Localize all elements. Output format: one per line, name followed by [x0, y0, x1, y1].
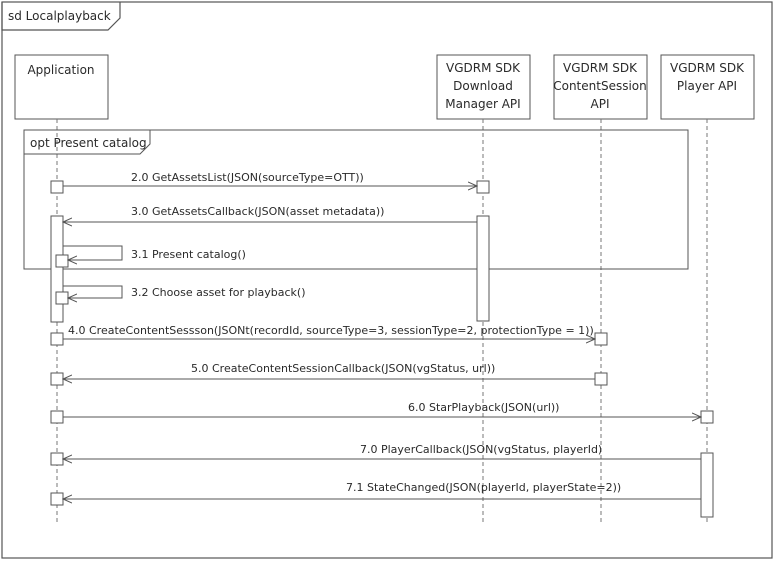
message-label: 6.0 StarPlayback(JSON(url)) — [408, 401, 559, 414]
message-label: 3.1 Present catalog() — [131, 248, 246, 261]
lifeline-label: Application — [27, 63, 94, 77]
lifeline-application: Application — [14, 54, 109, 120]
message-2-0: 2.0 GetAssetsList(JSON(sourceType=OTT)) — [63, 171, 477, 186]
message-label: 2.0 GetAssetsList(JSON(sourceType=OTT)) — [131, 171, 364, 184]
message-3-2: 3.2 Choose asset for playback() — [63, 285, 306, 299]
lifeline-content-session: VGDRM SDK ContentSession API — [553, 54, 648, 120]
message-label: 4.0 CreateContentSessson(JSONt(recordId,… — [68, 324, 594, 337]
lifeline-label: ContentSession — [553, 79, 647, 93]
lifeline-label: Download — [453, 79, 513, 93]
lifeline-label: Manager API — [445, 97, 520, 111]
lifeline-label: API — [591, 97, 610, 111]
lifeline-label: VGDRM SDK — [670, 61, 745, 75]
lifeline-download-manager: VGDRM SDK Download Manager API — [436, 54, 531, 120]
message-4-0: 4.0 CreateContentSessson(JSONt(recordId,… — [63, 324, 595, 339]
execution-markers — [50, 180, 714, 506]
fragment-label: opt Present catalog — [30, 136, 147, 150]
message-3-0: 3.0 GetAssetsCallback(JSON(asset metadat… — [63, 205, 477, 222]
opt-fragment: opt Present catalog — [23, 129, 689, 270]
lifeline-player: VGDRM SDK Player API — [660, 54, 755, 120]
frame-title: sd Localplayback — [8, 9, 111, 23]
lifeline-label: Player API — [677, 79, 737, 93]
lifeline-label: VGDRM SDK — [446, 61, 521, 75]
message-7-1: 7.1 StateChanged(JSON(playerId, playerSt… — [63, 481, 701, 499]
message-5-0: 5.0 CreateContentSessionCallback(JSON(vg… — [63, 362, 595, 379]
message-label: 5.0 CreateContentSessionCallback(JSON(vg… — [191, 362, 495, 375]
message-label: 3.2 Choose asset for playback() — [131, 286, 306, 299]
message-6-0: 6.0 StarPlayback(JSON(url)) — [63, 401, 701, 417]
message-label: 7.1 StateChanged(JSON(playerId, playerSt… — [346, 481, 621, 494]
message-7-0: 7.0 PlayerCallback(JSON(vgStatus, player… — [63, 443, 701, 459]
lifeline-label: VGDRM SDK — [563, 61, 638, 75]
message-3-1: 3.1 Present catalog() — [63, 245, 246, 261]
message-label: 7.0 PlayerCallback(JSON(vgStatus, player… — [360, 443, 602, 456]
message-label: 3.0 GetAssetsCallback(JSON(asset metadat… — [131, 205, 384, 218]
